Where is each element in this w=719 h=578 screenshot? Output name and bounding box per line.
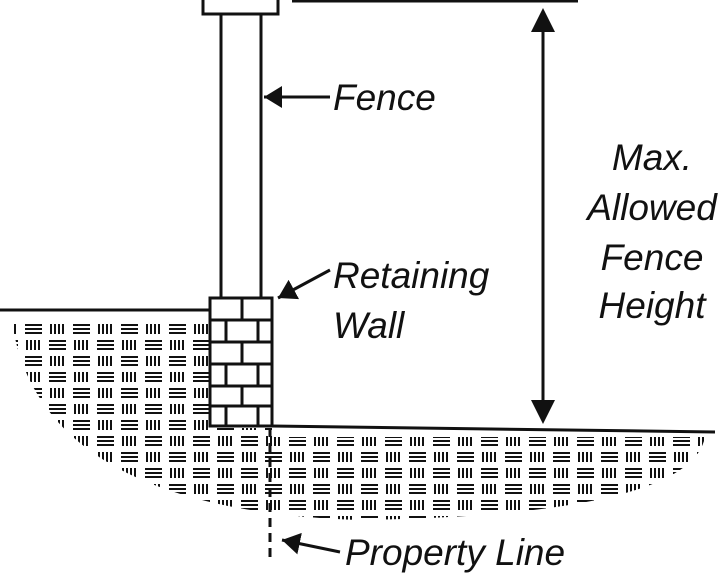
retaining-wall-label-line1: Retaining (333, 255, 490, 296)
max-height-label-line2: Allowed (585, 187, 718, 228)
arrowhead-down-icon (531, 400, 555, 424)
fence (201, 0, 280, 302)
fence-cap (201, 0, 280, 16)
max-height-label-line3: Fence (601, 237, 704, 278)
retaining-wall-label-line2: Wall (333, 305, 406, 346)
ground-soil (12, 322, 705, 520)
lower-ground-line (271, 424, 716, 434)
wall-pointer-arrow (277, 268, 331, 300)
property-line-pointer-arrow (281, 532, 341, 555)
fence-label: Fence (333, 77, 436, 118)
max-height-label-line1: Max. (612, 137, 692, 178)
property-line-label: Property Line (345, 532, 565, 573)
fence-post (219, 12, 263, 302)
arrowhead-up-icon (531, 8, 555, 32)
max-height-label-line4: Height (599, 285, 708, 326)
retaining-wall (208, 296, 274, 428)
